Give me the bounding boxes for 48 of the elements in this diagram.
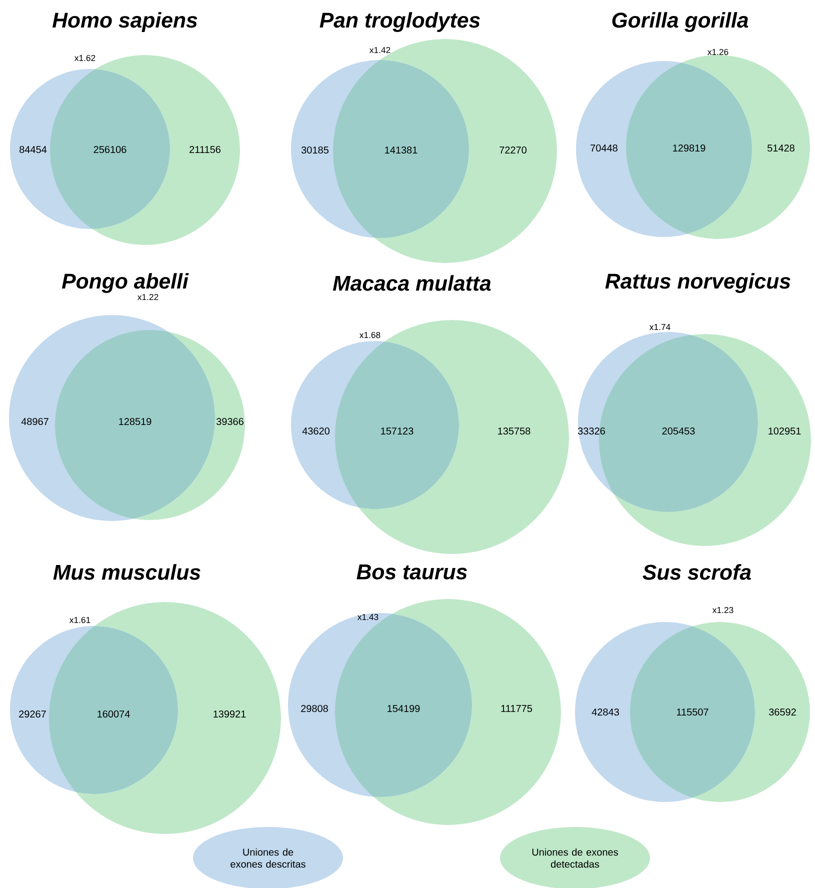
species-title: Rattus norvegicus xyxy=(605,273,790,293)
ratio-label: x1.62 xyxy=(74,54,96,62)
count-label: 42843 xyxy=(592,708,619,716)
count-label: 39366 xyxy=(216,418,244,426)
count-label: 36592 xyxy=(768,708,796,716)
species-title: Pongo abelli xyxy=(62,273,189,293)
count-label: 115507 xyxy=(676,708,708,716)
count-label: 48967 xyxy=(21,418,48,426)
count-label: 128519 xyxy=(119,418,152,426)
count-label: 135758 xyxy=(498,427,530,435)
count-label: 51428 xyxy=(768,144,794,152)
species-title: Macaca mulatta xyxy=(332,275,491,291)
count-label: 29808 xyxy=(301,704,328,712)
ratio-label: x1.61 xyxy=(70,616,90,624)
count-label: 102951 xyxy=(768,427,801,435)
count-label: 160074 xyxy=(98,710,130,718)
ratio-label: x1.68 xyxy=(360,332,380,338)
species-title: Sus scrofa xyxy=(642,564,751,580)
count-label: 111775 xyxy=(501,705,532,712)
species-title: Bos taurus xyxy=(356,564,467,580)
count-label: 129819 xyxy=(673,144,706,152)
ratio-label: x1.43 xyxy=(358,614,378,620)
count-label: 256106 xyxy=(94,146,126,154)
count-label: 72270 xyxy=(500,146,526,154)
venn-circle xyxy=(9,315,215,521)
count-label: 43620 xyxy=(302,427,330,435)
ratio-label: x1.22 xyxy=(138,294,158,300)
count-label: 84454 xyxy=(20,146,47,154)
species-title: Mus musculus xyxy=(53,564,200,580)
ratio-label: x1.74 xyxy=(650,324,670,330)
species-title: Pan troglodytes xyxy=(320,12,480,32)
count-label: 141381 xyxy=(385,146,418,154)
species-title: Gorilla gorilla xyxy=(612,12,748,32)
count-label: 205453 xyxy=(662,427,695,435)
count-label: 157123 xyxy=(381,427,414,435)
count-label: 139921 xyxy=(214,710,246,718)
count-label: 33326 xyxy=(578,427,605,435)
legend-label: Uniones de exones descritas xyxy=(230,848,306,868)
count-label: 154199 xyxy=(388,704,420,712)
ratio-label: x1.26 xyxy=(708,48,728,56)
count-label: 211156 xyxy=(190,146,220,154)
count-label: 30185 xyxy=(301,146,328,154)
ratio-label: x1.23 xyxy=(712,606,734,614)
count-label: 70448 xyxy=(590,144,618,152)
ratio-label: x1.42 xyxy=(370,46,390,54)
species-title: Homo sapiens xyxy=(52,12,198,32)
legend-label: Uniones de exones detectadas xyxy=(532,848,618,868)
count-label: 29267 xyxy=(19,710,46,718)
